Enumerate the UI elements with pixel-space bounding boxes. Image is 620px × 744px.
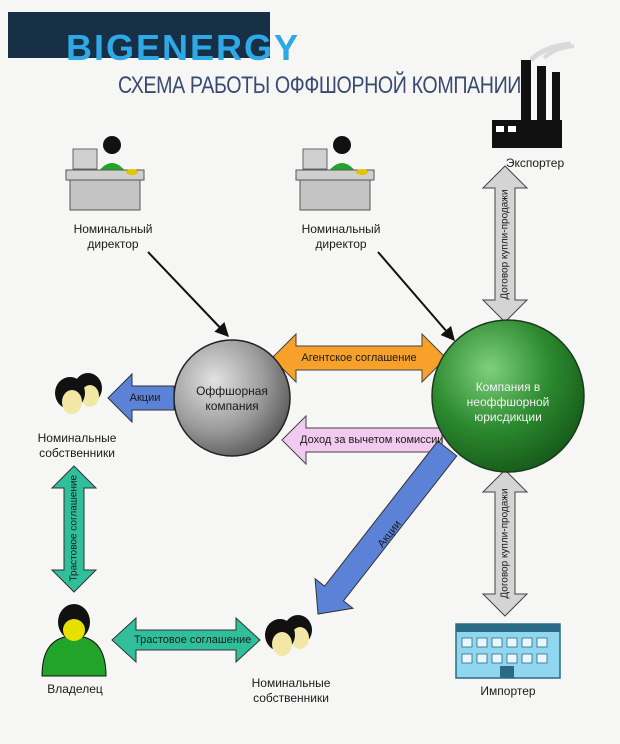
company-nonoffshore-label: Компания в неоффшорной юрисдикции	[466, 380, 550, 424]
factory-icon	[492, 41, 575, 148]
contract-top-label: Договор купли-продажи	[499, 189, 511, 300]
owner-icon	[41, 604, 107, 677]
trust-vertical-arrow	[50, 465, 98, 593]
trust-horizontal-label: Трастовое соглашение	[134, 634, 252, 646]
company-nonoffshore-circle	[431, 319, 585, 473]
page-title: СХЕМА РАБОТЫ ОФФШОРНОЙ КОМПАНИИ	[118, 72, 522, 99]
shares-left-label: Акции	[129, 392, 161, 404]
director-right-arrow	[377, 251, 455, 342]
logo: BIGENERGY	[8, 12, 298, 68]
director-right-icon	[295, 136, 375, 211]
agent-agreement-label: Агентское соглашение	[301, 352, 417, 364]
contract-bottom-arrow	[481, 469, 529, 617]
logo-text: BIGENERGY	[66, 27, 301, 68]
director-left-arrow	[147, 251, 229, 338]
income-arrow	[281, 414, 443, 466]
offshore-company-circle	[173, 339, 291, 457]
trust-horizontal-arrow	[111, 616, 261, 664]
shares-diag-arrow	[314, 440, 458, 615]
contract-bottom-label: Договор купли-продажи	[499, 488, 511, 599]
owners-bottom-label: Номинальные собственники	[251, 676, 331, 705]
exporter-label: Экспортер	[505, 156, 565, 170]
importer-label: Импортер	[480, 684, 536, 698]
owners-left-label: Номинальные собственники	[37, 431, 117, 460]
building-icon	[455, 623, 561, 679]
owners-bottom-icon	[265, 615, 312, 656]
owner-label: Владелец	[47, 682, 103, 696]
director-right-label: Номинальный директор	[301, 222, 381, 251]
director-left-icon	[65, 136, 145, 211]
owners-left-icon	[55, 373, 102, 414]
income-label: Доход за вычетом комиссии	[300, 434, 444, 446]
trust-vertical-label: Трастовое соглашение	[68, 474, 80, 582]
offshore-company-label: Оффшорная компания	[196, 384, 268, 413]
director-left-label: Номинальный директор	[73, 222, 153, 251]
